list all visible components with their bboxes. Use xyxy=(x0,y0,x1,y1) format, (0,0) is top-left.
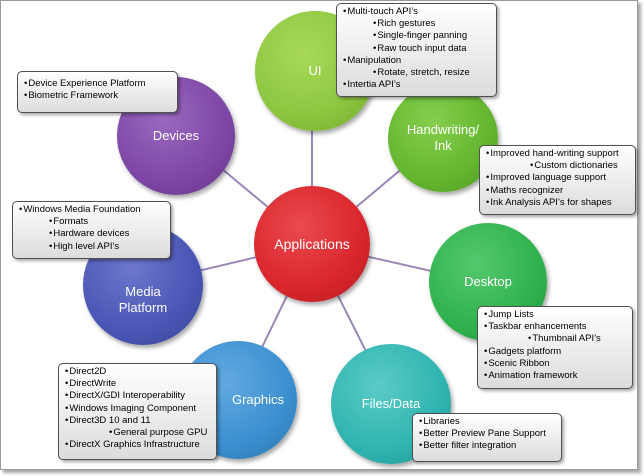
callout-ui: Multi-touch API’s Rich gestures Single-f… xyxy=(336,3,497,97)
diagram-frame: UI Handwriting/ Ink Desktop Files/Data G… xyxy=(0,0,638,470)
callout-desktop-item: Thumbnail API’s xyxy=(484,333,627,345)
callout-files-item: Better filter integration xyxy=(419,440,556,452)
callout-ui-item: Rich gestures xyxy=(343,18,491,30)
node-applications: Applications xyxy=(254,186,370,302)
callout-graphics-item: Windows Imaging Component xyxy=(65,403,211,415)
callout-desktop-item: Jump Lists xyxy=(484,309,627,321)
node-ui-label: UI xyxy=(308,63,322,78)
callout-graphics-item: DirectWrite xyxy=(65,378,211,390)
callout-graphics: Direct2D DirectWrite DirectX/GDI Interop… xyxy=(58,363,217,460)
callout-desktop-item: Taskbar enhancements xyxy=(484,321,627,333)
callout-devices-item: Device Experience Platform xyxy=(24,78,172,90)
callout-desktop-item: Scenic Ribbon xyxy=(484,358,627,370)
node-graphics-label: Graphics xyxy=(231,392,285,407)
callout-files: Libraries Better Preview Pane Support Be… xyxy=(412,413,562,462)
node-media-label: Media Platform xyxy=(118,284,168,315)
callout-devices: Device Experience Platform Biometric Fra… xyxy=(17,71,178,113)
callout-files-item: Better Preview Pane Support xyxy=(419,428,556,440)
callout-graphics-item: DirectX Graphics Infrastructure xyxy=(65,439,211,451)
node-files-label: Files/Data xyxy=(361,396,421,411)
callout-media-item: Formats xyxy=(19,216,165,228)
node-applications-label: Applications xyxy=(274,236,350,252)
callout-desktop-item: Gadgets platform xyxy=(484,346,627,358)
callout-graphics-item: Direct2D xyxy=(65,366,211,378)
callout-media-item: High level API’s xyxy=(19,241,165,253)
callout-media: Windows Media Foundation Formats Hardwar… xyxy=(12,201,171,259)
callout-handwriting-item: Ink Analysis API’s for shapes xyxy=(486,197,630,209)
callout-ui-item: Manipulation xyxy=(343,55,491,67)
callout-handwriting-item: Improved hand-writing support xyxy=(486,148,630,160)
callout-media-item: Hardware devices xyxy=(19,228,165,240)
callout-handwriting-item: Improved language support xyxy=(486,172,630,184)
node-handwriting-label: Handwriting/ Ink xyxy=(406,122,480,153)
callout-handwriting-item: Maths recognizer xyxy=(486,185,630,197)
node-desktop-label: Desktop xyxy=(464,274,512,289)
callout-handwriting: Improved hand-writing support Custom dic… xyxy=(479,145,636,215)
callout-files-item: Libraries xyxy=(419,416,556,428)
callout-graphics-item: General purpose GPU xyxy=(65,427,211,439)
callout-devices-item: Biometric Framework xyxy=(24,90,172,102)
callout-ui-item: Raw touch input data xyxy=(343,43,491,55)
callout-media-item: Windows Media Foundation xyxy=(19,204,165,216)
callout-ui-item: Rotate, stretch, resize xyxy=(343,67,491,79)
callout-graphics-item: DirectX/GDI Interoperability xyxy=(65,390,211,402)
node-devices-label: Devices xyxy=(152,128,200,143)
callout-ui-item: Intertia API’s xyxy=(343,79,491,91)
callout-graphics-item: Direct3D 10 and 11 xyxy=(65,415,211,427)
callout-desktop-item: Animation framework xyxy=(484,370,627,382)
callout-ui-item: Single-finger panning xyxy=(343,30,491,42)
callout-desktop: Jump Lists Taskbar enhancements Thumbnai… xyxy=(477,306,633,389)
callout-ui-item: Multi-touch API’s xyxy=(343,6,491,18)
callout-handwriting-item: Custom dictionaries xyxy=(486,160,630,172)
